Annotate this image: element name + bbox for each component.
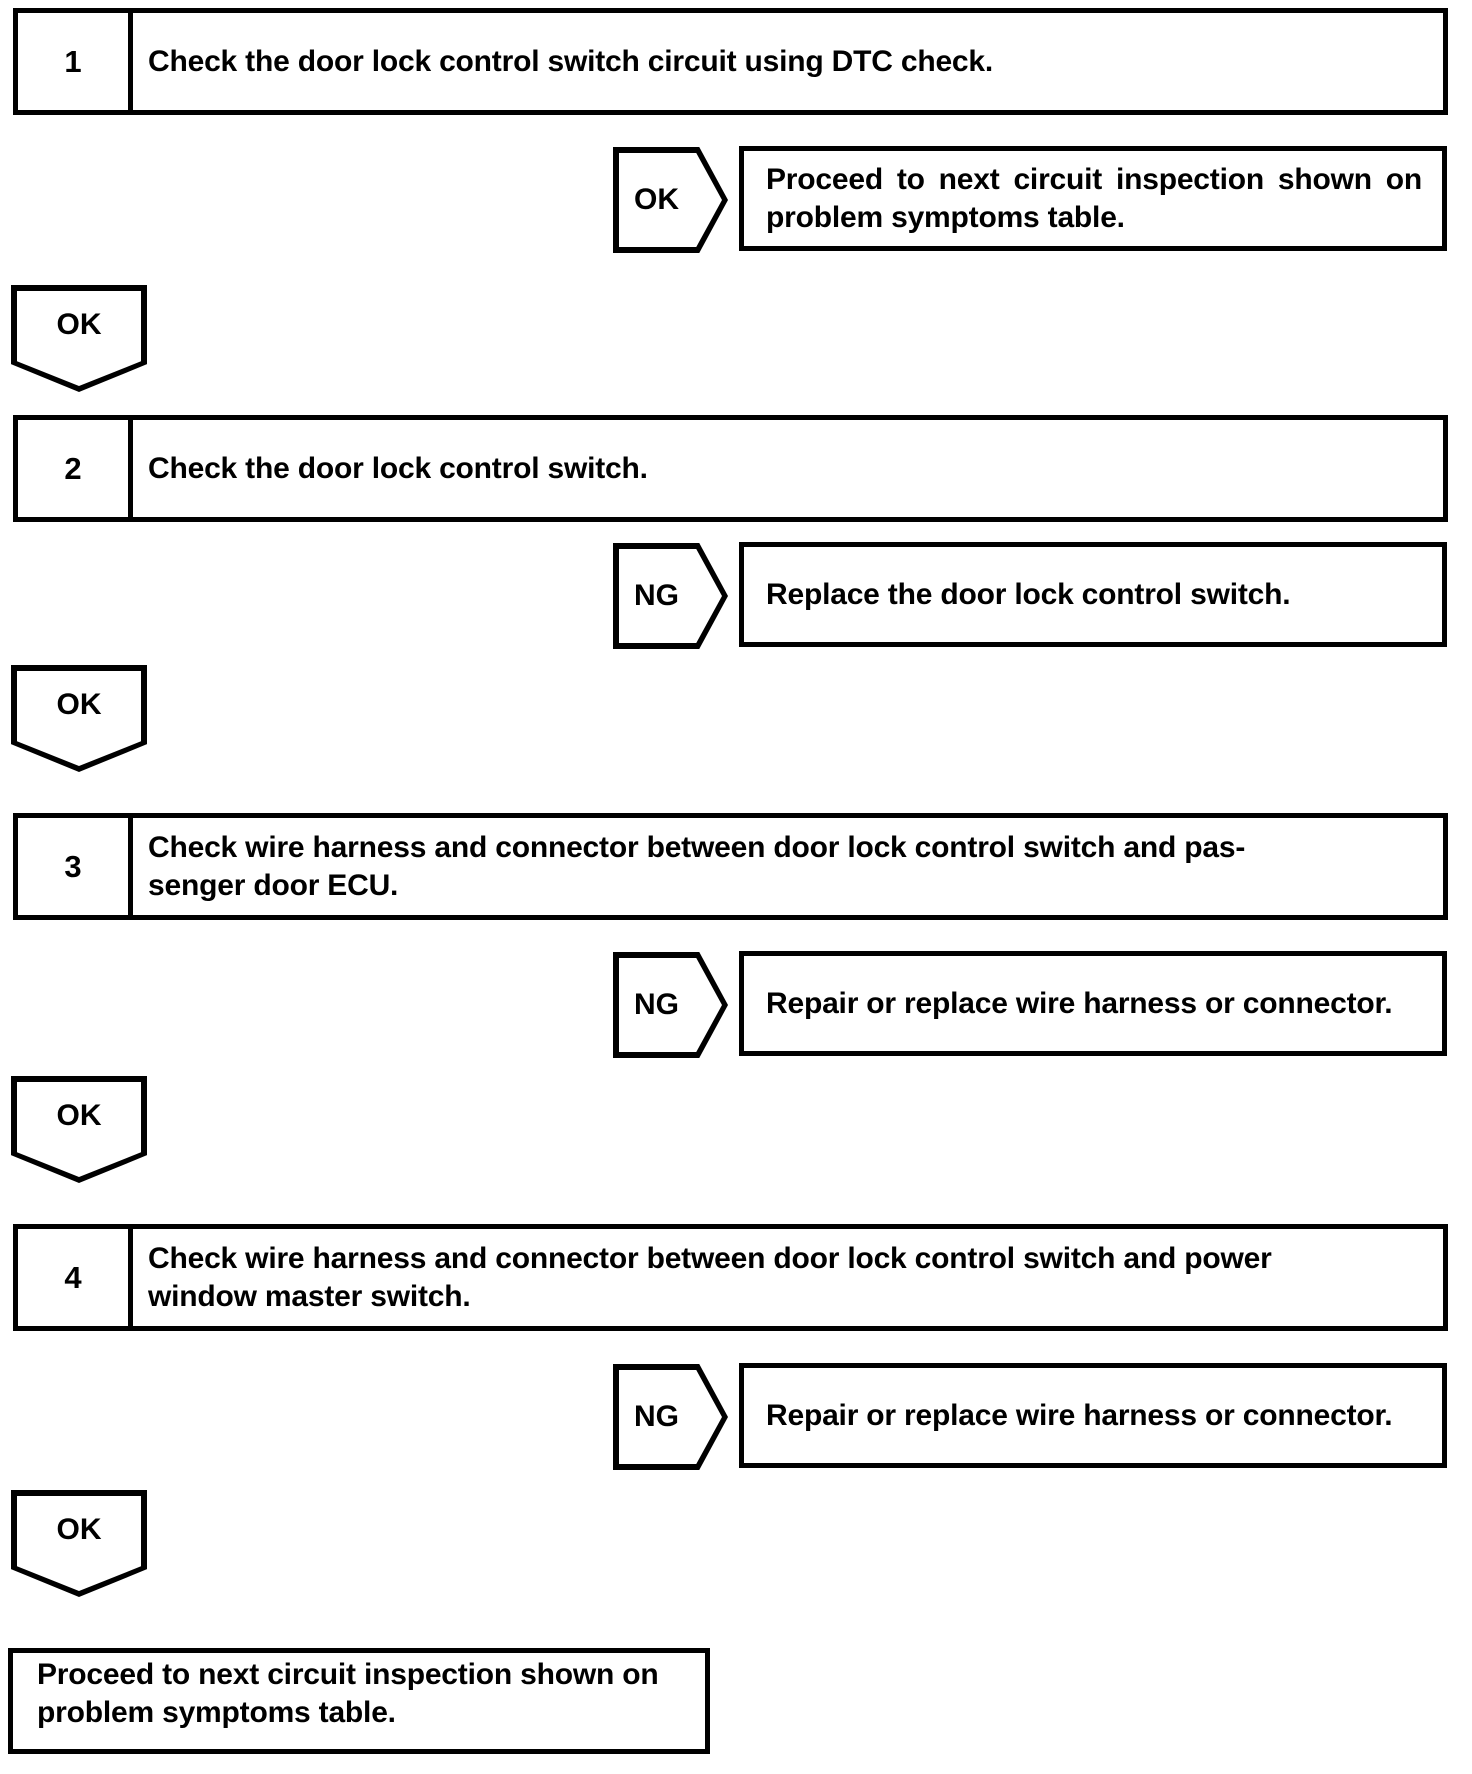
step-3-line-1: Check wire harness and connector between… bbox=[148, 830, 1246, 864]
ok-branch-label-1: OK bbox=[634, 183, 679, 216]
branch-1-result-box: Proceed to next circuit inspection shown… bbox=[739, 146, 1447, 251]
ok-connector-4: OK bbox=[11, 1490, 147, 1597]
step-4-line-2: window master switch. bbox=[148, 1279, 471, 1313]
step-1-text: Check the door lock control switch circu… bbox=[133, 13, 1443, 110]
ng-branch-label-1: NG bbox=[634, 579, 679, 612]
step-4-text: Check wire harness and connector between… bbox=[133, 1229, 1443, 1326]
ng-branch-label-2: NG bbox=[634, 988, 679, 1021]
end-box-line-2: problem symptoms table. bbox=[37, 1696, 396, 1729]
ng-branch-arrow-3: NG bbox=[613, 1364, 728, 1470]
step-4-number: 4 bbox=[18, 1229, 133, 1326]
branch-2-result-box: Replace the door lock control switch. bbox=[739, 542, 1447, 647]
branch-1-result-line-1: Proceed to next circuit inspection shown… bbox=[766, 162, 1422, 196]
ok-connector-label-4: OK bbox=[56, 1513, 102, 1546]
step-3-text: Check wire harness and connector between… bbox=[133, 818, 1443, 915]
branch-3-result-line-1: Repair or replace wire harness or connec… bbox=[766, 986, 1393, 1020]
ok-connector-label-2: OK bbox=[56, 688, 102, 721]
ng-branch-label-3: NG bbox=[634, 1400, 679, 1433]
branch-1-result-line-2: problem symptoms table. bbox=[766, 200, 1125, 234]
step-2-number: 2 bbox=[18, 420, 133, 517]
step-4-line-1: Check wire harness and connector between… bbox=[148, 1241, 1272, 1275]
ok-connector-label-3: OK bbox=[56, 1099, 102, 1132]
ok-connector-1: OK bbox=[11, 285, 147, 392]
step-1-number: 1 bbox=[18, 13, 133, 110]
step-2-box: 2 Check the door lock control switch. bbox=[13, 415, 1448, 522]
step-1-line-1: Check the door lock control switch circu… bbox=[148, 44, 994, 78]
ok-connector-3: OK bbox=[11, 1076, 147, 1183]
step-3-box: 3 Check wire harness and connector betwe… bbox=[13, 813, 1448, 920]
step-4-box: 4 Check wire harness and connector betwe… bbox=[13, 1224, 1448, 1331]
branch-4-result-box: Repair or replace wire harness or connec… bbox=[739, 1363, 1447, 1468]
end-box: Proceed to next circuit inspection shown… bbox=[8, 1648, 710, 1754]
ok-branch-arrow-1: OK bbox=[613, 147, 728, 253]
step-2-text: Check the door lock control switch. bbox=[133, 420, 1443, 517]
ok-connector-label-1: OK bbox=[56, 308, 102, 341]
pentagon-arrow-fill bbox=[619, 549, 722, 643]
ng-branch-arrow-2: NG bbox=[613, 952, 728, 1058]
ok-connector-2: OK bbox=[11, 665, 147, 772]
step-3-number: 3 bbox=[18, 818, 133, 915]
step-3-line-2: senger door ECU. bbox=[148, 868, 399, 902]
branch-4-result-line-1: Repair or replace wire harness or connec… bbox=[766, 1398, 1393, 1432]
step-2-line-1: Check the door lock control switch. bbox=[148, 451, 648, 485]
step-1-box: 1 Check the door lock control switch cir… bbox=[13, 8, 1448, 115]
ng-branch-arrow-1: NG bbox=[613, 543, 728, 649]
branch-3-result-box: Repair or replace wire harness or connec… bbox=[739, 951, 1447, 1056]
end-box-line-1: Proceed to next circuit inspection shown… bbox=[37, 1658, 659, 1691]
branch-2-result-line-1: Replace the door lock control switch. bbox=[766, 577, 1291, 611]
pentagon-arrow-fill bbox=[619, 153, 722, 247]
